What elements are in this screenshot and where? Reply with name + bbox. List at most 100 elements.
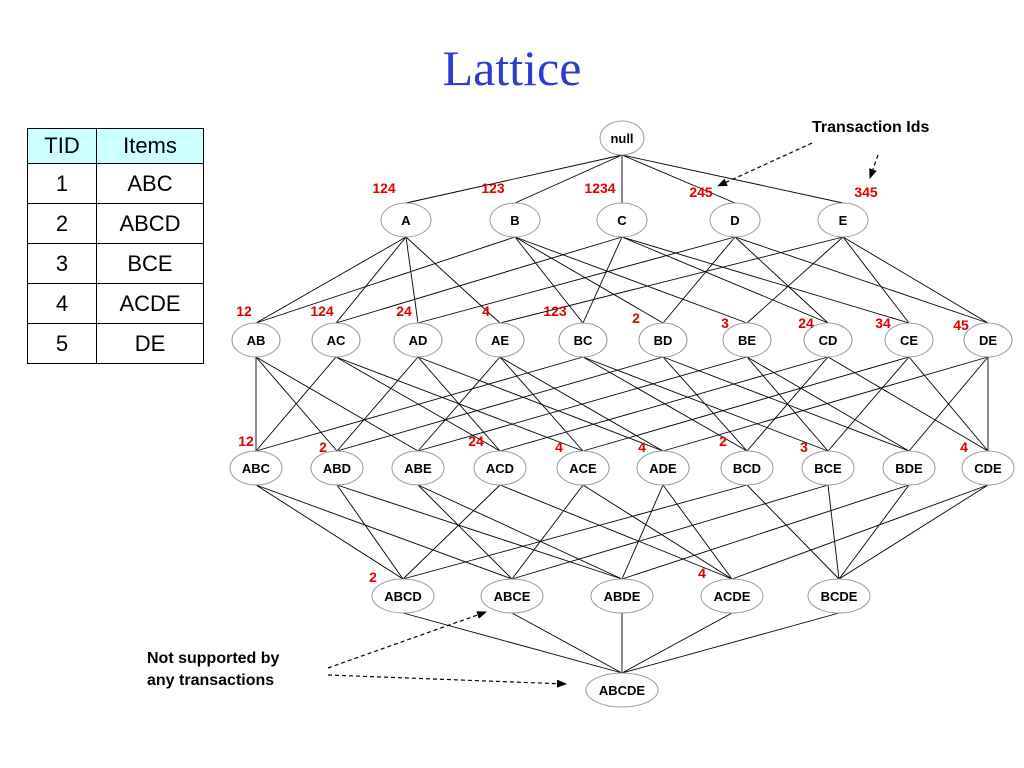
lattice-edge-D-AD [417,236,736,324]
itemset-node-ellipse [722,322,772,358]
itemset-node-a: A [380,202,432,238]
itemset-node-ellipse [884,322,934,358]
lattice-edge-CD-CDE [827,356,989,452]
lattice-edge-ACDE-ABCDE [621,612,733,674]
itemset-node-ellipse [489,202,541,238]
lattice-edge-C-BC [582,236,623,324]
transaction-ids-arrow-e [869,154,879,179]
lattice-edge-BD-BCD [662,356,748,452]
itemset-node-ellipse [596,202,648,238]
itemset-node-ellipse [720,450,774,486]
support-label-abcd: 2 [369,569,377,585]
itemset-node-ellipse [801,450,855,486]
itemset-node-label: CDE [974,461,1002,476]
itemset-node-ace: ACE [556,450,610,486]
itemset-node-ellipse [590,578,654,614]
itemset-node-label: CD [819,333,838,348]
support-label-abd: 2 [319,439,327,455]
lattice-edge-ACE-ACDE [582,484,733,580]
itemset-node-label: BD [654,333,673,348]
lattice-edge-ABC-ABCE [255,484,513,580]
support-label-bcd: 2 [719,433,727,449]
itemset-node-e: E [817,202,869,238]
itemset-node-label: BCD [733,461,761,476]
table-row: 5 DE [27,323,204,364]
itemset-node-label: BCDE [821,589,858,604]
support-label-e: 345 [854,184,878,200]
itemset-node-label: ABD [323,461,351,476]
transaction-table: TID Items 1 ABC 2 ABCD 3 BCE 4 ACDE 5 DE [27,128,204,364]
itemset-node-ellipse [391,450,445,486]
itemset-node-label: BC [574,333,593,348]
support-label-ce: 34 [875,315,891,331]
itemset-node-abce: ABCE [480,578,544,614]
itemset-node-ellipse [963,322,1013,358]
itemset-node-label: AD [409,333,428,348]
itemset-node-ellipse [585,672,659,708]
itemset-node-abcd: ABCD [371,578,435,614]
itemset-node-b: B [489,202,541,238]
support-label-de: 45 [953,317,969,333]
support-label-acde: 4 [698,565,706,581]
lattice-edge-BD-BDE [662,356,910,452]
itemset-node-ellipse [311,322,361,358]
column-header-items: Items [96,128,204,164]
itemset-node-ellipse [961,450,1015,486]
lattice-edge-ABCD-ABCDE [402,612,623,674]
itemset-node-be: BE [722,322,772,358]
lattice-edge-ADE-ABDE [621,484,664,580]
itemset-node-bde: BDE [882,450,936,486]
support-label-cd: 24 [798,315,814,331]
lattice-edge-BC-ABC [255,356,584,452]
lattice-edge-CDE-ACDE [731,484,989,580]
support-label-cde: 4 [960,439,968,455]
lattice-edge-E-AE [499,236,844,324]
itemset-node-ellipse [807,578,871,614]
itemset-node-ellipse [371,578,435,614]
table-row: 3 BCE [27,243,204,284]
itemset-node-cde: CDE [961,450,1015,486]
lattice-edge-BD-ABD [336,356,664,452]
itemset-node-abde: ABDE [590,578,654,614]
itemset-node-abd: ABD [310,450,364,486]
lattice-edge-E-DE [842,236,989,324]
itemset-node-label: ABC [242,461,271,476]
lattice-edge-AC-ABC [255,356,337,452]
itemset-node-abcde: ABCDE [585,672,659,708]
itemset-node-ellipse [599,120,645,156]
lattice-edge-BCE-BCDE [827,484,840,580]
itemset-node-null: null [599,120,645,156]
support-label-ace: 4 [555,439,563,455]
lattice-edge-BDE-ABDE [621,484,910,580]
support-label-bc: 123 [543,303,567,319]
lattice-edge-ABD-ABCD [336,484,404,580]
lattice-edge-B-BD [514,236,664,324]
itemset-node-bce: BCE [801,450,855,486]
lattice-edge-A-AB [255,236,407,324]
itemset-node-label: AC [327,333,346,348]
itemset-node-ellipse [882,450,936,486]
lattice-edge-B-AB [255,236,516,324]
lattice-edge-ACE-ABCE [511,484,584,580]
items-cell: ABCD [96,203,204,244]
itemset-node-label: B [510,213,519,228]
lattice-edge-ABD-ABDE [336,484,623,580]
not-supported-label-line1: Not supported by [147,650,280,667]
lattice-edge-E-BE [746,236,844,324]
support-label-a: 124 [372,180,396,196]
itemset-node-label: DE [979,333,997,348]
lattice-edge-CD-ACD [499,356,829,452]
itemset-node-ellipse [229,450,283,486]
support-label-abc: 12 [238,433,254,449]
lattice-edge-C-CD [621,236,829,324]
itemset-node-acde: ACDE [700,578,764,614]
itemset-node-ellipse [473,450,527,486]
itemset-node-label: ABDE [604,589,641,604]
itemset-node-label: ABCE [494,589,531,604]
items-cell: DE [96,323,204,364]
lattice-edge-B-BE [514,236,748,324]
annotation-arrows [327,142,879,688]
itemset-node-ellipse [393,322,443,358]
itemset-node-ellipse [636,450,690,486]
lattice-edge-D-BD [662,236,736,324]
